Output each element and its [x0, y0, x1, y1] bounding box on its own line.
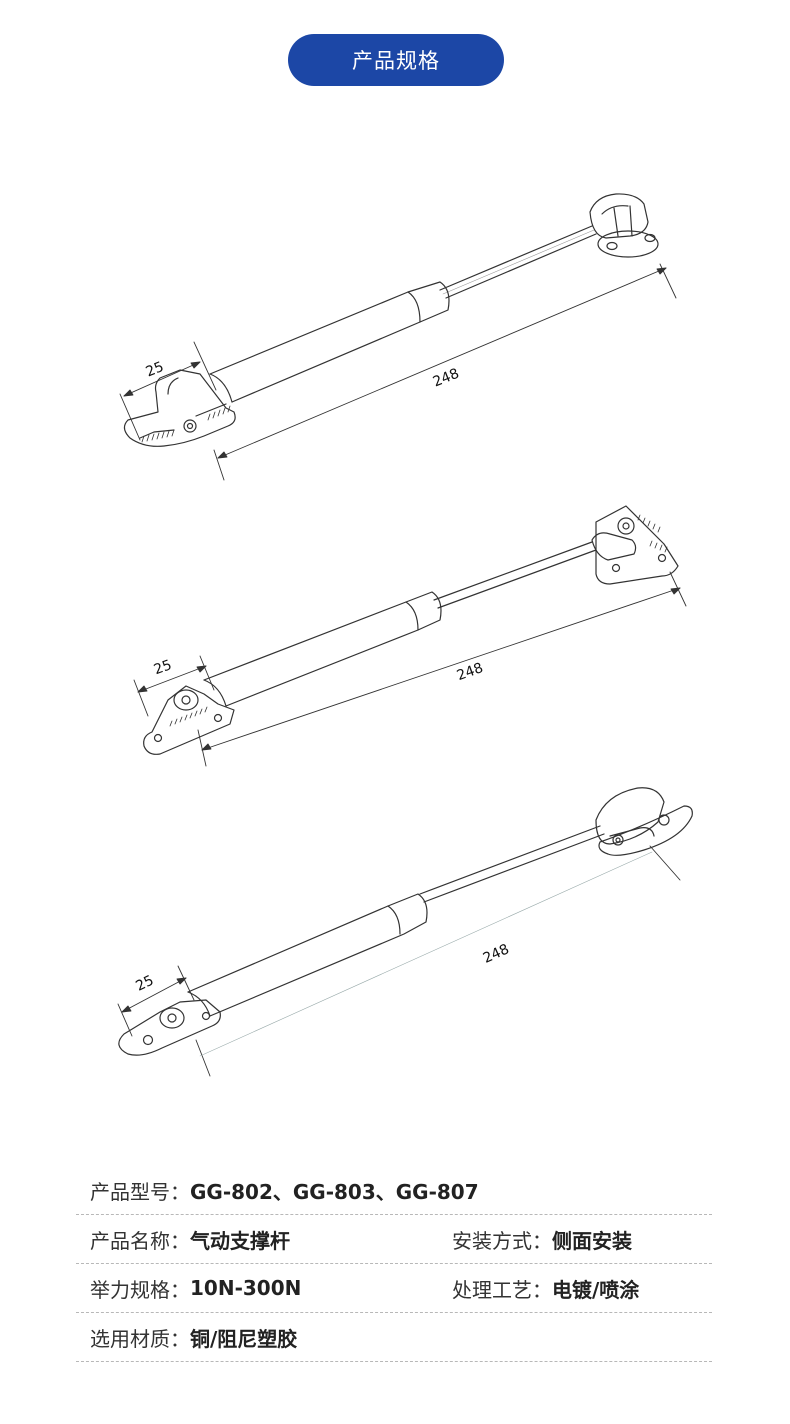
force-label: 举力规格： — [90, 1277, 190, 1302]
width-dim-label-3: 25 — [133, 973, 156, 995]
width-dim-label-2: 25 — [152, 657, 174, 678]
material-label: 选用材质： — [90, 1326, 190, 1351]
strut-drawing-1 — [119, 193, 677, 481]
material-value: 铜/阻尼塑胶 — [190, 1326, 298, 1351]
spec-row-model: 产品型号： GG-802、GG-803、GG-807 — [76, 1166, 712, 1215]
strut-drawing-3 — [117, 787, 693, 1077]
spec-row-material: 选用材质： 铜/阻尼塑胶 — [76, 1313, 712, 1362]
length-dim-label-3: 248 — [481, 941, 512, 966]
process-label: 处理工艺： — [452, 1277, 552, 1302]
model-value: GG-802、GG-803、GG-807 — [190, 1179, 479, 1204]
name-value: 气动支撑杆 — [190, 1228, 290, 1253]
width-dim-label-1: 25 — [144, 359, 167, 381]
section-title: 产品规格 — [288, 34, 504, 86]
install-label: 安装方式： — [452, 1228, 552, 1253]
model-label: 产品型号： — [90, 1179, 190, 1204]
force-value: 10N-300N — [190, 1276, 302, 1300]
section-title-text: 产品规格 — [352, 49, 440, 73]
spec-row-force: 举力规格： 10N-300N 处理工艺： 电镀/喷涂 — [76, 1264, 712, 1313]
spec-row-name: 产品名称： 气动支撑杆 安装方式： 侧面安装 — [76, 1215, 712, 1264]
spec-table: 产品型号： GG-802、GG-803、GG-807 产品名称： 气动支撑杆 安… — [76, 1166, 712, 1362]
length-dim-label-2: 248 — [455, 660, 486, 684]
process-value: 电镀/喷涂 — [552, 1277, 640, 1302]
name-label: 产品名称： — [90, 1228, 190, 1253]
gas-strut-drawings: 25 248 25 248 25 248 — [117, 193, 693, 1077]
install-value: 侧面安装 — [552, 1228, 632, 1253]
length-dim-label-1: 248 — [431, 366, 462, 391]
strut-drawing-2 — [133, 505, 687, 767]
